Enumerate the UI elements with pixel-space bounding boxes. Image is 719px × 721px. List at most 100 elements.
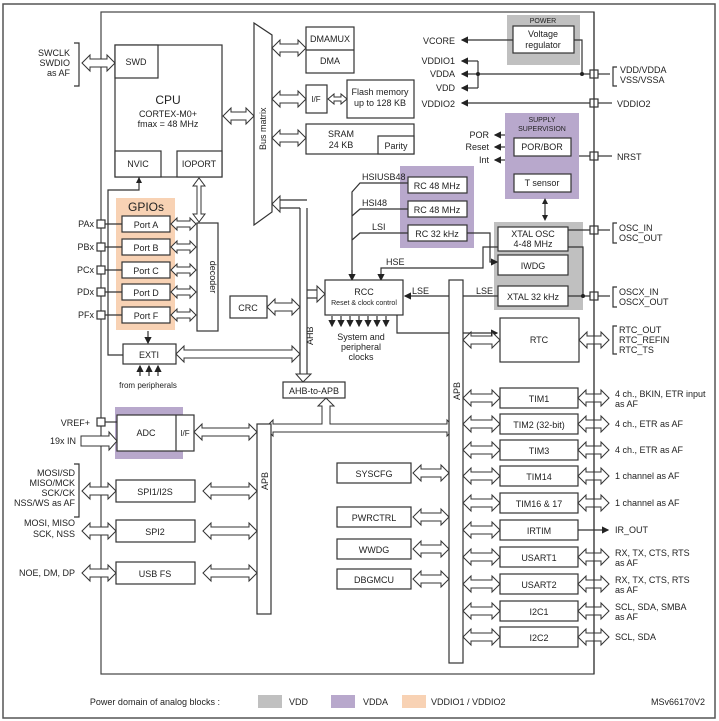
vdd-pin-label: VDD/VDDA (620, 65, 667, 75)
pin-label: 1 channel as AF (615, 498, 680, 508)
syscfg-label: SYSCFG (355, 469, 392, 479)
pin-label: MOSI, MISO (24, 518, 75, 528)
port-pin: PFx (78, 310, 95, 320)
vref-pin: VREF+ (61, 418, 90, 428)
rtc-out-pin: RTC_OUT (619, 325, 662, 335)
vddio1-label: VDDIO1 (421, 56, 455, 66)
rcc-block: RCC Reset & clock control System and per… (324, 279, 499, 362)
peripheral-label: IRTIM (527, 526, 551, 536)
gpio-title: GPIOs (128, 200, 164, 214)
double-arrow-icon (462, 627, 501, 647)
dma-block: DMAMUX DMA (305, 26, 355, 74)
peripheral-label: TIM3 (529, 446, 550, 456)
regulator-label: Voltage (528, 29, 558, 39)
pin-label: as AF (615, 612, 639, 622)
double-arrow-icon (462, 574, 501, 594)
pin-label: MOSI/SD (37, 468, 76, 478)
clocks-label-3: clocks (348, 352, 374, 362)
pin-label: SWDIO (40, 58, 71, 68)
swd-label: SWD (126, 57, 147, 67)
pin-label: as AF (615, 399, 639, 409)
lsi-label: LSI (372, 222, 386, 232)
pin-label: NSS/WS as AF (14, 498, 76, 508)
apb-bus-left: APB (256, 423, 272, 615)
port-row: PCx Port C (77, 261, 197, 279)
system-blocks: SYSCFG PWRCTRL WWDG DBGMCU (336, 462, 450, 590)
pin-label: IR_OUT (615, 525, 649, 535)
clock-output-arrows (328, 316, 390, 328)
pin-label: SCL, SDA, SMBA (615, 602, 687, 612)
cpu-title: CPU (155, 93, 180, 107)
port-row: PFx Port F (78, 306, 197, 324)
pin-label: RX, TX, CTS, RTS (615, 548, 690, 558)
clocks-label: System and (337, 332, 385, 342)
nvic-label: NVIC (127, 159, 149, 169)
flash-label: Flash memory (351, 87, 409, 97)
crc-label: CRC (238, 303, 258, 313)
hse-label: HSE (386, 257, 405, 267)
pin-label: 4 ch., ETR as AF (615, 419, 684, 429)
peripheral-label: TIM14 (526, 472, 552, 482)
peripheral-label: USART2 (521, 580, 556, 590)
cpu-block: SWD CPU CORTEX-M0+ fmax = 48 MHz NVIC IO… (114, 44, 223, 178)
double-arrow-icon (271, 38, 307, 58)
bus-matrix: Bus matrix (253, 21, 273, 227)
peripheral-row: TIM2 (32-bit) 4 ch., ETR as AF (462, 413, 684, 435)
vdd-label: VDD (436, 83, 456, 93)
flash-size: up to 128 KB (354, 98, 406, 108)
xtal32-label: XTAL 32 kHz (507, 292, 560, 302)
nrst-pin-label: NRST (617, 152, 642, 162)
pin-label: as AF (47, 68, 71, 78)
outer-frame (2, 3, 716, 719)
apb-left-label: APB (260, 472, 270, 490)
legend-label-vdda: VDDA (363, 697, 388, 707)
rtc-refin-pin: RTC_REFIN (619, 335, 669, 345)
power-block: POWER Voltage regulator VCORE VDDIO1 VDD… (421, 18, 666, 109)
port-row: PDx Port D (77, 283, 197, 301)
usb-row: NOE, DM, DP USB FS (19, 561, 258, 585)
legend-title: Power domain of analog blocks : (90, 697, 220, 707)
pin-label: as AF (615, 585, 639, 595)
port-label: Port F (134, 311, 159, 321)
flash-block: I/F Flash memory up to 128 KB (305, 79, 415, 119)
double-arrow-icon (271, 128, 307, 148)
osc-out-pin: OSC_OUT (619, 233, 663, 243)
hsiusb48-label: HSIUSB48 (362, 172, 406, 182)
double-arrow-icon (462, 547, 501, 567)
sram-label: SRAM (328, 129, 354, 139)
legend: Power domain of analog blocks : VDD VDDA… (90, 695, 705, 708)
ahb-to-apb-block: AHB-to-APB (264, 381, 456, 438)
adc-if-label: I/F (180, 429, 189, 438)
int-output: Int (479, 155, 490, 165)
bus-matrix-label: Bus matrix (258, 107, 268, 150)
peripheral-label: TIM16 & 17 (516, 499, 563, 509)
legend-label-vddio: VDDIO1 / VDDIO2 (431, 697, 506, 707)
iwdg-label: IWDG (521, 261, 546, 271)
apb-bus-right: APB (448, 279, 464, 664)
cpu-fmax: fmax = 48 MHz (138, 119, 199, 129)
peripheral-label: TIM2 (32-bit) (513, 420, 565, 430)
dbgmcu-label: DBGMCU (354, 575, 394, 585)
port-pin: PDx (77, 287, 95, 297)
adc-label: ADC (136, 428, 156, 438)
ahb-to-apb-label: AHB-to-APB (289, 386, 339, 396)
rtc-ts-pin: RTC_TS (619, 345, 654, 355)
parity-label: Parity (384, 141, 408, 151)
sram-block: SRAM 24 KB Parity (305, 123, 415, 155)
pin-label: SCL, SDA (615, 632, 656, 642)
osc-in-pin: OSC_IN (619, 223, 653, 233)
double-arrow-icon (462, 440, 501, 460)
spi2-row: MOSI, MISO SCK, NSS SPI2 (24, 518, 258, 543)
port-pin: PBx (77, 242, 94, 252)
port-label: Port D (133, 288, 159, 298)
supervision-title-2: SUPERVISION (518, 126, 566, 133)
rc32-label: RC 32 kHz (415, 229, 459, 239)
oscx-in-pin: OSCX_IN (619, 287, 659, 297)
ioport-label: IOPORT (182, 159, 217, 169)
pin-label: as AF (615, 558, 639, 568)
